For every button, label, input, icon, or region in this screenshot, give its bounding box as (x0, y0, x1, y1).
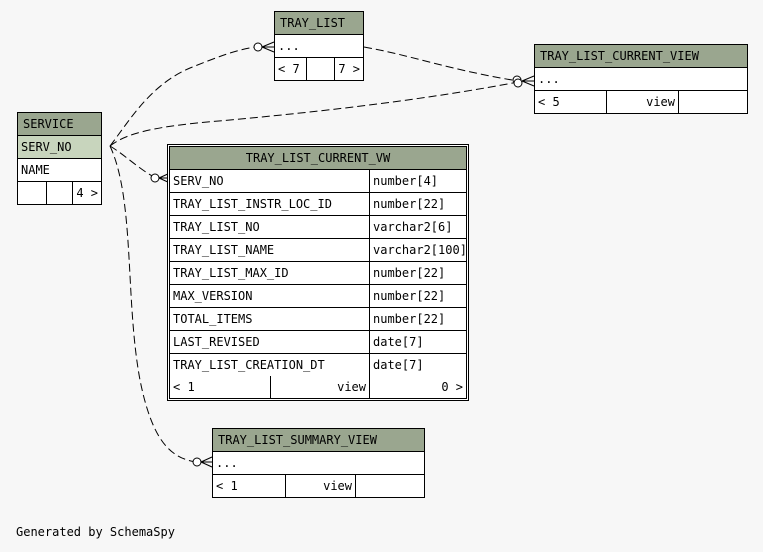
table-tray-list-summary-view[interactable]: TRAY_LIST_SUMMARY_VIEW ... < 1 view (212, 428, 425, 498)
children-count: 7 > (334, 58, 363, 80)
column-type: date[7] (369, 331, 466, 353)
table-tray-list[interactable]: TRAY_LIST ... < 7 7 > (274, 11, 364, 81)
crowfoot-current-view (521, 75, 535, 87)
column-type: date[7] (369, 354, 466, 376)
table-tray-list-current-view[interactable]: TRAY_LIST_CURRENT_VIEW ... < 5 view (534, 44, 748, 114)
children-count: 0 > (369, 376, 466, 398)
column-serv-no: SERV_NO (21, 140, 72, 154)
column-type: number[22] (369, 308, 466, 330)
column-row: TRAY_LIST_CREATION_DT date[7] (170, 354, 466, 376)
children-count (678, 91, 747, 113)
crowfoot-summary-view (200, 456, 213, 468)
table-title: TRAY_LIST_CURRENT_VW (170, 147, 466, 170)
column-name: TRAY_LIST_NAME (173, 243, 275, 257)
parents-count: < 1 (173, 380, 195, 394)
table-stats: < 5 view (535, 91, 747, 113)
children-count: 4 > (72, 182, 101, 204)
table-stats: 4 > (18, 182, 101, 204)
column-row: TRAY_LIST_INSTR_LOC_ID number[22] (170, 193, 466, 216)
table-stats: < 1 view 0 > (170, 376, 466, 398)
parents-count: < 5 (538, 95, 560, 109)
table-kind: view (285, 475, 355, 497)
table-kind (46, 182, 72, 204)
children-count (355, 475, 424, 497)
column-row: TRAY_LIST_NO varchar2[6] (170, 216, 466, 239)
column-name: TRAY_LIST_INSTR_LOC_ID (173, 197, 332, 211)
column-name: SERV_NO (173, 174, 224, 188)
column-name: TRAY_LIST_CREATION_DT (173, 358, 325, 372)
edge-service-summary-view (109, 145, 197, 463)
table-kind (306, 58, 334, 80)
edge-service-current-view (109, 81, 519, 147)
column-name: TRAY_LIST_MAX_ID (173, 266, 289, 280)
table-stats: < 1 view (213, 475, 424, 497)
column-type: varchar2[6] (369, 216, 466, 238)
footer-credit: Generated by SchemaSpy (16, 525, 175, 539)
column-name: LAST_REVISED (173, 335, 260, 349)
edge-traylist-current-view (363, 46, 519, 82)
parents-count (18, 182, 46, 204)
column-row: ... (278, 39, 300, 53)
column-type: varchar2[100] (369, 239, 466, 261)
table-title: TRAY_LIST_SUMMARY_VIEW (213, 429, 424, 452)
table-title: TRAY_LIST (275, 12, 363, 35)
column-row: ... (216, 456, 238, 470)
column-name: MAX_VERSION (173, 289, 253, 303)
column-row: ... (538, 72, 560, 86)
edge-end-circle (150, 173, 160, 183)
parents-count: < 1 (216, 479, 238, 493)
crowfoot-tray-list (261, 41, 275, 53)
table-kind: view (606, 91, 678, 113)
column-row: TRAY_LIST_NAME varchar2[100] (170, 239, 466, 262)
column-name: TOTAL_ITEMS (173, 312, 253, 326)
edge-end-circle (253, 42, 263, 52)
column-type: number[22] (369, 262, 466, 284)
column-name: TRAY_LIST_NO (173, 220, 260, 234)
column-row: SERV_NO number[4] (170, 170, 466, 193)
edge-end-circle (192, 457, 202, 467)
column-row: TRAY_LIST_MAX_ID number[22] (170, 262, 466, 285)
column-row: LAST_REVISED date[7] (170, 331, 466, 354)
table-stats: < 7 7 > (275, 58, 363, 80)
edge-end-circle (513, 78, 523, 88)
column-type: number[22] (369, 193, 466, 215)
column-name: NAME (21, 163, 50, 177)
table-service[interactable]: SERVICE SERV_NO NAME 4 > (17, 112, 102, 205)
table-kind: view (270, 376, 369, 398)
parents-count: < 7 (278, 62, 300, 76)
edge-service-current-vw (109, 145, 157, 179)
column-type: number[22] (369, 285, 466, 307)
edge-service-tray-list (109, 46, 259, 147)
table-title: TRAY_LIST_CURRENT_VIEW (535, 45, 747, 68)
column-row: MAX_VERSION number[22] (170, 285, 466, 308)
column-row: TOTAL_ITEMS number[22] (170, 308, 466, 331)
column-type: number[4] (369, 170, 466, 192)
table-title: SERVICE (18, 113, 101, 136)
